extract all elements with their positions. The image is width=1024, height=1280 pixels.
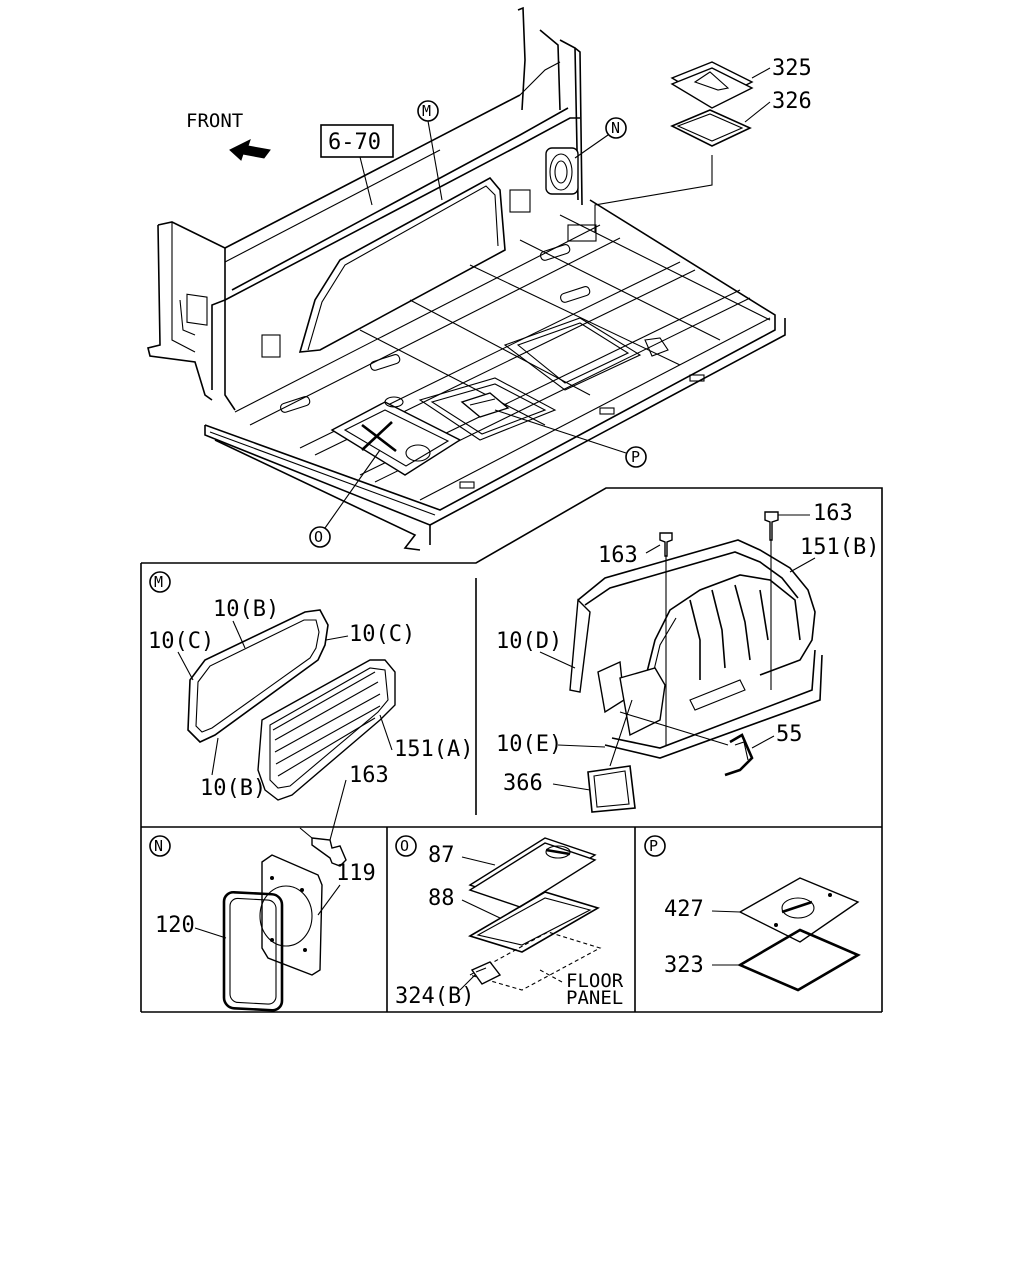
panel-p: P 427 323 — [644, 835, 861, 992]
parts-325-326: 325 326 — [567, 56, 812, 242]
label-10c-left: 10(C) — [148, 629, 214, 654]
label-326: 326 — [772, 89, 812, 114]
label-10b-top: 10(B) — [213, 597, 279, 622]
panel-n-tag: N — [154, 837, 163, 855]
label-10e: 10(E) — [496, 732, 562, 757]
label-323: 323 — [664, 953, 704, 978]
panel-o-tag: O — [400, 837, 409, 855]
label-10c-right: 10(C) — [349, 622, 415, 647]
label-119: 119 — [336, 861, 376, 886]
panel-wheel-housing: 163 163 151(B) 10(D) 10(E) — [496, 501, 879, 813]
callout-p: P — [631, 448, 640, 466]
panel-o: O 87 88 324(B) FLOOR PANEL — [395, 835, 624, 1009]
ref-box-label: 6-70 — [328, 130, 381, 155]
label-151b: 151(B) — [800, 535, 879, 560]
callout-m: M — [422, 102, 431, 120]
label-10d: 10(D) — [496, 629, 562, 654]
label-88: 88 — [428, 886, 455, 911]
label-floor: FLOOR — [566, 970, 624, 992]
label-120: 120 — [155, 913, 195, 938]
front-arrow-icon — [229, 139, 271, 161]
label-366: 366 — [503, 771, 543, 796]
ref-box-frame — [320, 124, 394, 158]
label-325: 325 — [772, 56, 812, 81]
label-151a: 151(A) — [394, 737, 473, 762]
callout-n: N — [611, 119, 620, 137]
label-163-m: 163 — [349, 763, 389, 788]
callout-o: O — [314, 528, 323, 546]
label-panel: PANEL — [566, 987, 623, 1009]
label-427: 427 — [664, 897, 704, 922]
panel-n: N 119 120 — [149, 835, 376, 1012]
front-label: FRONT — [186, 110, 243, 132]
panel-p-tag: P — [649, 837, 658, 855]
label-87: 87 — [428, 843, 455, 868]
label-10b-bottom: 10(B) — [200, 776, 266, 801]
floor-assembly-drawing: FRONT 6-70 — [147, 6, 786, 551]
label-55: 55 — [776, 722, 803, 747]
label-163-a: 163 — [598, 543, 638, 568]
panel-m: M 10(B) 10(C) 10(C) 151(A) 163 10(B) — [148, 571, 473, 867]
panel-m-tag: M — [154, 573, 163, 591]
label-163-b: 163 — [813, 501, 853, 526]
main-callouts: M N O P — [309, 100, 647, 548]
panel-frames — [140, 487, 883, 1013]
